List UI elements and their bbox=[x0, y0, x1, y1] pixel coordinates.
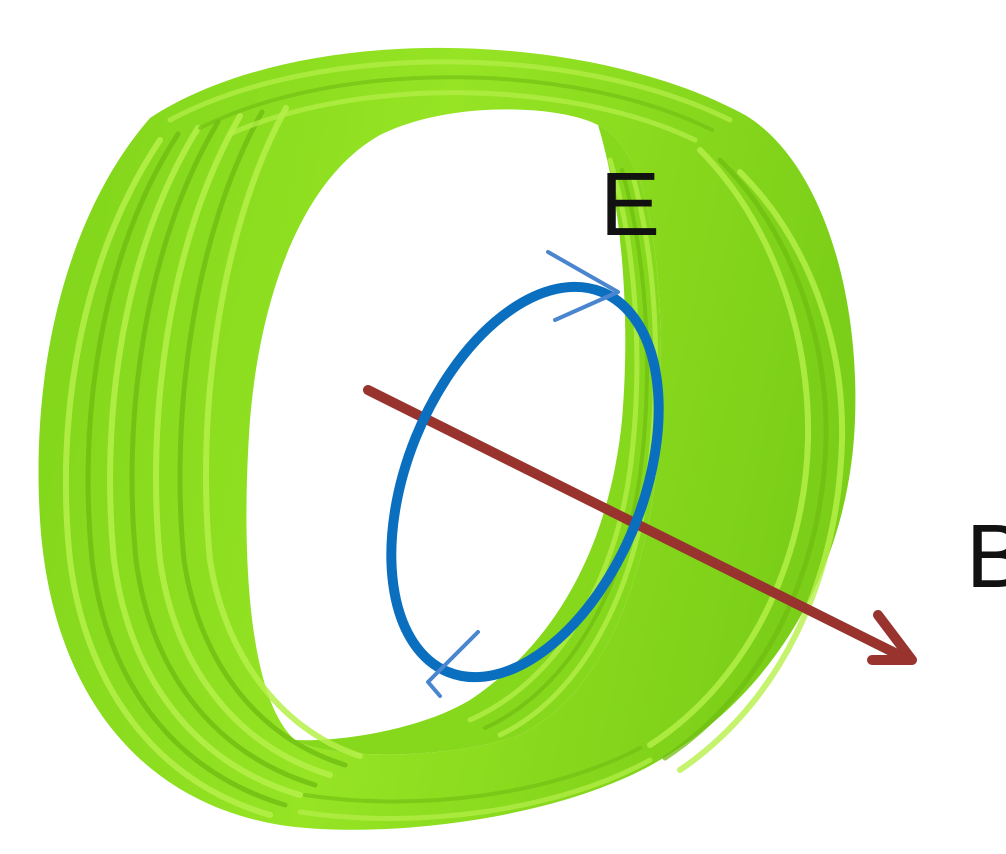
electric-loop-icon bbox=[386, 250, 664, 698]
coil-inner-band bbox=[295, 125, 661, 755]
electric-field-label: E bbox=[600, 155, 661, 255]
electric-loop bbox=[386, 281, 664, 683]
magnetic-axis-arrowhead bbox=[867, 610, 917, 665]
coil-icon bbox=[38, 47, 856, 830]
coil-turns bbox=[62, 59, 846, 821]
loop-arrowhead-top bbox=[546, 250, 620, 322]
magnetic-field-label: B bbox=[966, 507, 1006, 607]
loop-arrowhead-bottom bbox=[426, 630, 480, 698]
